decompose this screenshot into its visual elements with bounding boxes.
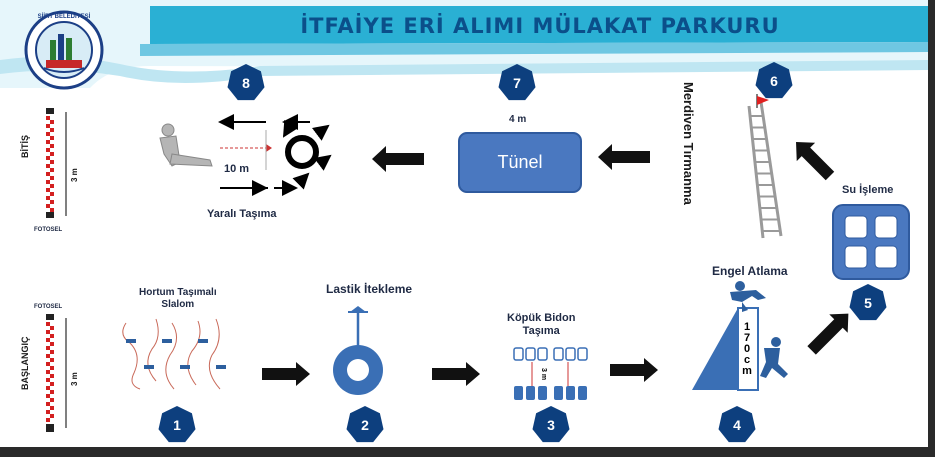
- ladder-icon: [747, 94, 783, 239]
- station-3-inner-label: 3 m: [540, 368, 547, 381]
- station-1-badge: [158, 406, 196, 443]
- station-1-title-line1: Hortum Taşımalı: [139, 287, 217, 298]
- station-7-distance: 4 m: [509, 114, 527, 125]
- logo-emblem-icon: [24, 10, 104, 90]
- injured-person-icon: [159, 123, 213, 167]
- station-1-number: 1: [173, 417, 181, 433]
- flow-arrow-2-3: [432, 362, 480, 386]
- flow-arrow-7-8: [372, 146, 424, 172]
- flow-arrow-6-7: [598, 144, 650, 170]
- station-8-number: 8: [242, 75, 250, 91]
- finish-distance: 3 m: [70, 168, 79, 182]
- station-8-badge: [227, 64, 265, 101]
- station-8-title: Yaralı Taşıma: [207, 208, 277, 220]
- jumper-top-icon: [730, 281, 766, 312]
- station-3-title-line2: Taşıma: [522, 325, 560, 337]
- station-7-tunnel: Tünel: [458, 132, 582, 193]
- station-5-number: 5: [864, 295, 872, 311]
- injured-carry-diagram: [159, 114, 332, 196]
- station-2-badge: [346, 406, 384, 443]
- station-3-title-line1: Köpük Bidon: [507, 312, 576, 324]
- start-sensor-label: FOTOSEL: [34, 304, 63, 310]
- station-4-number: 4: [733, 417, 741, 433]
- page-title: İTFAİYE ERİ ALIMI MÜLAKAT PARKURU: [300, 14, 780, 38]
- station-5-badge: [849, 284, 887, 321]
- station-3-badge: [532, 406, 570, 443]
- logo-text: SİİRT BELEDİYESİ: [37, 14, 91, 20]
- station-4-badge: [718, 406, 756, 443]
- flag-icon: [757, 96, 769, 105]
- station-6-number: 6: [770, 73, 778, 89]
- station-6-title: Merdiven Tırmanma: [681, 82, 696, 205]
- hurdle-jump-diagram: [692, 281, 788, 391]
- flow-arrow-5-6: [796, 142, 835, 181]
- water-control-panel-icon: [832, 204, 910, 280]
- station-6-badge: [755, 62, 793, 99]
- flow-arrow-4-5: [807, 313, 849, 355]
- station-2-title: Lastik İtekleme: [326, 282, 413, 296]
- start-line: [46, 314, 67, 432]
- station-7-badge: [498, 64, 536, 101]
- foam-drum-diagram: [513, 347, 588, 400]
- station-4-title: Engel Atlama: [712, 264, 788, 278]
- flow-arrow-1-2: [262, 362, 310, 386]
- finish-label: BİTİŞ: [20, 134, 30, 158]
- slide: İTFAİYE ERİ ALIMI MÜLAKAT PARKURU SİİRT …: [0, 0, 928, 447]
- hose-slalom-diagram: [122, 318, 226, 390]
- station-7-number: 7: [513, 75, 521, 91]
- municipality-logo: SİİRT BELEDİYESİ: [24, 10, 104, 90]
- start-distance: 3 m: [70, 372, 79, 386]
- title-banner: [0, 0, 928, 88]
- station-3-title: Köpük Bidon Taşıma: [507, 312, 575, 338]
- flow-arrow-3-4: [610, 358, 658, 382]
- tire-push-diagram: [333, 306, 383, 395]
- start-label: BAŞLANGIÇ: [20, 336, 30, 391]
- station-1-title: Hortum Taşımalı Slalom: [139, 287, 217, 311]
- station-3-number: 3: [547, 417, 555, 433]
- station-8-distance: 10 m: [224, 163, 250, 175]
- station-2-number: 2: [361, 417, 369, 433]
- station-5-title: Su İşleme: [842, 184, 894, 196]
- station-4-height: 170 cm: [742, 321, 752, 377]
- finish-line: [46, 108, 67, 218]
- finish-sensor-label: FOTOSEL: [34, 227, 63, 233]
- station-1-title-line2: Slalom: [161, 299, 195, 310]
- jumper-landing-icon: [760, 337, 788, 378]
